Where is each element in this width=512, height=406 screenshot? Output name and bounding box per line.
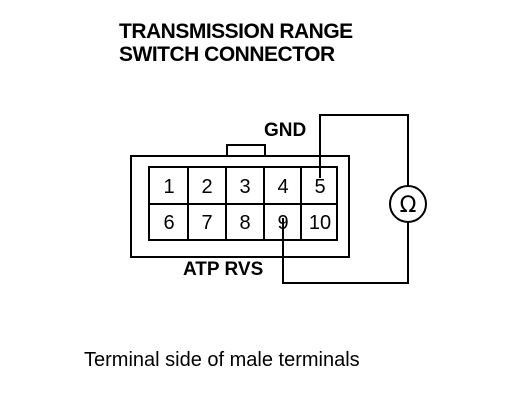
atp-rvs-lead [282, 218, 409, 284]
terminal-1: 1 [163, 176, 174, 198]
atp-rvs-label: ATP RVS [183, 259, 263, 280]
gnd-lead [319, 114, 409, 186]
ohm-symbol: Ω [400, 193, 417, 218]
title-line-2: SWITCH CONNECTOR [119, 43, 335, 66]
terminal-7: 7 [201, 212, 212, 234]
ohmmeter-icon: Ω [389, 185, 427, 223]
caption: Terminal side of male terminals [84, 349, 360, 371]
test-lead-wiring [282, 114, 409, 284]
terminal-8: 8 [239, 212, 250, 234]
title-line-1: TRANSMISSION RANGE [119, 20, 353, 43]
terminal-5: 5 [314, 176, 325, 198]
gnd-label: GND [264, 120, 306, 141]
terminal-4: 4 [277, 176, 288, 198]
terminal-6: 6 [163, 212, 174, 234]
connector: 1 2 3 4 5 6 7 8 9 10 [130, 144, 350, 258]
terminal-10: 10 [309, 212, 331, 234]
terminal-2: 2 [201, 176, 212, 198]
terminal-3: 3 [239, 176, 250, 198]
